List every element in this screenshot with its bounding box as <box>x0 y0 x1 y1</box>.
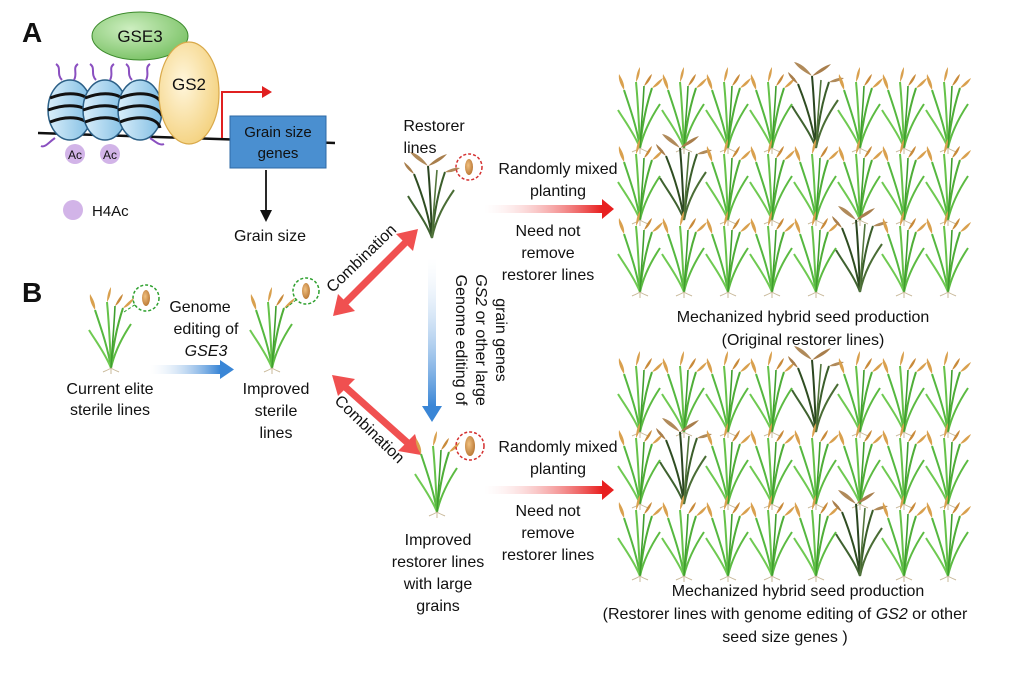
gs2-protein: GS2 <box>158 41 220 145</box>
field-top-restorer-plant <box>787 61 845 149</box>
field-bottom-caption-2: (Restorer lines with genome editing of G… <box>603 606 968 623</box>
no-remove-top-2: remove <box>521 245 574 262</box>
improved-restorer-plant <box>414 430 461 519</box>
field-bottom-restorer-plant <box>787 345 845 433</box>
svg-text:Ac: Ac <box>68 148 82 162</box>
mixed-planting-bottom-2: planting <box>530 461 586 478</box>
vertical-label-3: grain genes <box>492 298 509 382</box>
field-top-sterile-plant <box>749 66 796 155</box>
h4ac-legend: H4Ac <box>63 200 129 220</box>
improved-sterile-2: sterile <box>255 403 298 420</box>
field-bottom-sterile-plant <box>661 494 708 583</box>
restorer-grain-callout <box>455 153 483 181</box>
improved-sterile-1: Improved <box>243 381 310 398</box>
grain-size-output: Grain size <box>234 228 306 245</box>
field-top-sterile-plant <box>881 66 928 155</box>
svg-text:H4Ac: H4Ac <box>92 203 129 220</box>
field-original-restorer <box>617 61 972 299</box>
current-lines-label-1: Current elite <box>66 381 153 398</box>
field-bottom-caption-3: seed size genes ) <box>722 629 847 646</box>
editing-label-2: editing of <box>174 321 239 338</box>
field-bottom-sterile-plant <box>925 350 972 439</box>
field-bottom-caption-1: Mechanized hybrid seed production <box>672 583 925 600</box>
svg-text:Grain size: Grain size <box>244 124 312 141</box>
current-grain-callout <box>123 284 160 313</box>
no-remove-top-3: restorer lines <box>502 267 594 284</box>
gse3-editing-arrow <box>150 360 234 379</box>
improved-restorer-3: with large <box>403 576 473 593</box>
no-remove-bottom-1: Need not <box>516 503 581 520</box>
combination-arrow-top <box>333 229 418 316</box>
field-bottom-sterile-plant <box>749 350 796 439</box>
field-top-sterile-plant <box>617 66 664 155</box>
panel-b-label: B <box>22 277 42 308</box>
vertical-label-2: GS2 or other large <box>472 274 489 406</box>
editing-gene: GSE3 <box>185 343 228 360</box>
improved-restorer-1: Improved <box>405 532 472 549</box>
mixed-planting-top-2: planting <box>530 183 586 200</box>
field-bottom-sterile-plant <box>617 350 664 439</box>
output-arrow <box>260 170 272 222</box>
editing-label-1: Genome <box>169 299 230 316</box>
field-top-sterile-plant <box>793 138 840 227</box>
no-remove-top-1: Need not <box>516 223 581 240</box>
field-bottom-sterile-plant <box>705 350 752 439</box>
panel-b: B Current elite sterile lines Genome edi… <box>22 61 972 646</box>
field-bottom-sterile-plant <box>837 350 884 439</box>
improved-restorer-grain-callout <box>455 431 485 461</box>
svg-text:Ac: Ac <box>103 148 117 162</box>
improved-sterile-3: lines <box>260 425 293 442</box>
gse3-protein: GSE3 <box>91 11 189 61</box>
field-bottom-sterile-plant <box>793 422 840 511</box>
ac-mark-2: Ac <box>100 144 120 164</box>
field-top-caption-2: (Original restorer lines) <box>722 332 885 349</box>
nucleosome-array <box>40 63 165 148</box>
vertical-label-1: Genome editing of <box>452 275 469 406</box>
svg-text:GS2: GS2 <box>172 75 206 94</box>
field-edited-restorer <box>617 345 972 583</box>
improved-grain-callout <box>285 277 320 309</box>
field-top-caption-1: Mechanized hybrid seed production <box>677 309 930 326</box>
improved-restorer-4: grains <box>416 598 460 615</box>
current-sterile-plant <box>88 286 135 375</box>
restorer-plant <box>403 151 461 239</box>
planting-arrow-top <box>484 199 614 219</box>
improved-restorer-2: restorer lines <box>392 554 484 571</box>
panel-a-label: A <box>22 17 42 48</box>
mixed-planting-top-1: Randomly mixed <box>498 161 617 178</box>
panel-a: A <box>22 11 336 245</box>
gs2-editing-arrow <box>422 258 442 422</box>
restorer-label-2: lines <box>404 140 437 157</box>
field-top-sterile-plant <box>837 66 884 155</box>
improved-sterile-plant <box>249 286 296 375</box>
svg-text:genes: genes <box>258 145 299 162</box>
field-top-sterile-plant <box>925 66 972 155</box>
tss-arrow <box>221 86 272 138</box>
grain-size-genes-box: Grain size genes <box>229 115 327 169</box>
svg-text:GSE3: GSE3 <box>117 27 162 46</box>
restorer-label-1: Restorer <box>403 118 465 135</box>
ac-mark-1: Ac <box>65 144 85 164</box>
no-remove-bottom-2: remove <box>521 525 574 542</box>
field-top-sterile-plant <box>661 210 708 299</box>
no-remove-bottom-3: restorer lines <box>502 547 594 564</box>
mixed-planting-bottom-1: Randomly mixed <box>498 439 617 456</box>
planting-arrow-bottom <box>484 480 614 500</box>
field-bottom-sterile-plant <box>881 350 928 439</box>
field-top-sterile-plant <box>705 66 752 155</box>
combination-arrow-bottom <box>332 375 421 455</box>
current-lines-label-2: sterile lines <box>70 402 150 419</box>
